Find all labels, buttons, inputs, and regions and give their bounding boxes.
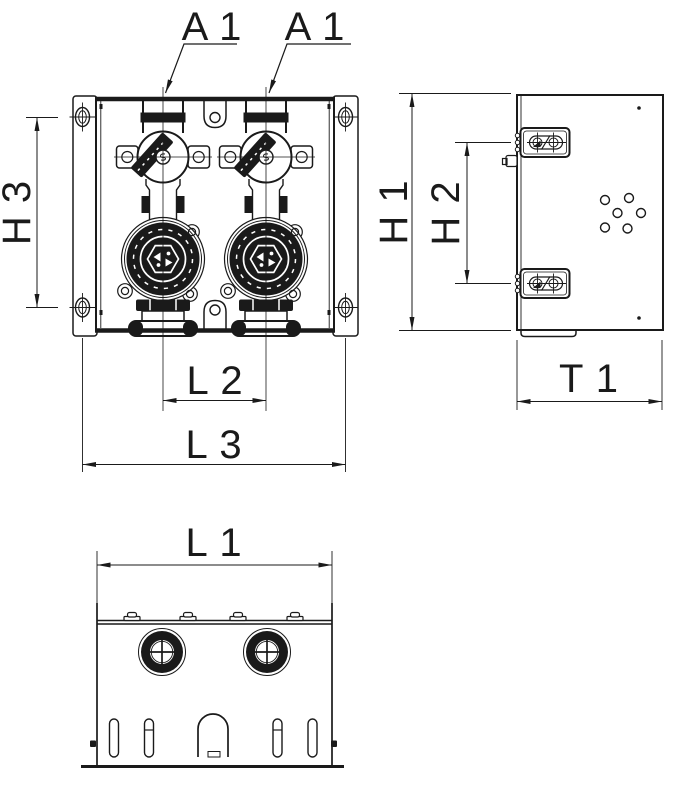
dim-label-h3: H 3 <box>0 180 39 245</box>
mounting-tab-top <box>514 127 571 158</box>
vent-holes <box>599 192 647 234</box>
front-view: A 1 A 1 H 3 L 2 L 3 <box>0 5 360 472</box>
side-knob <box>505 154 518 168</box>
callout-a1-right: A 1 <box>268 5 351 94</box>
rivet-dot-top <box>637 106 641 110</box>
side-view: H 1 H 2 T 1 <box>372 93 664 410</box>
pipe-connection-left <box>137 627 187 677</box>
center-tab-top <box>203 99 227 129</box>
side-nub-right <box>331 740 337 747</box>
callout-a1-left: A 1 <box>164 5 243 94</box>
callout-label-a1-right: A 1 <box>285 5 346 49</box>
cable-arch-cutout <box>197 713 229 757</box>
dimension-t1: T 1 <box>516 340 663 410</box>
dim-label-l3: L 3 <box>185 423 242 467</box>
rivet-dot-bottom <box>637 316 641 320</box>
wall-flange-left <box>72 95 98 337</box>
callout-label-a1-left: A 1 <box>182 5 243 49</box>
callout-leader-right <box>268 43 351 94</box>
dimension-h2: H 2 <box>424 142 511 284</box>
pipe-connection-right <box>242 627 292 677</box>
bottom-view: L 1 <box>81 521 344 768</box>
screw-bumps <box>123 611 304 622</box>
side-nub-left <box>90 740 96 747</box>
dim-label-h2: H 2 <box>424 180 468 245</box>
mounting-tab-bottom <box>514 268 571 299</box>
dimension-l3: L 3 <box>82 338 346 472</box>
dim-label-l2: L 2 <box>186 359 243 403</box>
box-bottom-lip <box>520 330 577 338</box>
dim-label-t1: T 1 <box>559 357 619 401</box>
dim-label-h1: H 1 <box>372 179 416 244</box>
dim-label-l1: L 1 <box>185 521 242 565</box>
dimension-h3: H 3 <box>0 117 58 308</box>
base-slots <box>108 718 318 758</box>
callout-leader-left <box>164 43 237 94</box>
dimension-l1: L 1 <box>96 521 333 603</box>
dimension-h1: H 1 <box>372 93 511 331</box>
dimension-l2: L 2 <box>163 359 266 403</box>
